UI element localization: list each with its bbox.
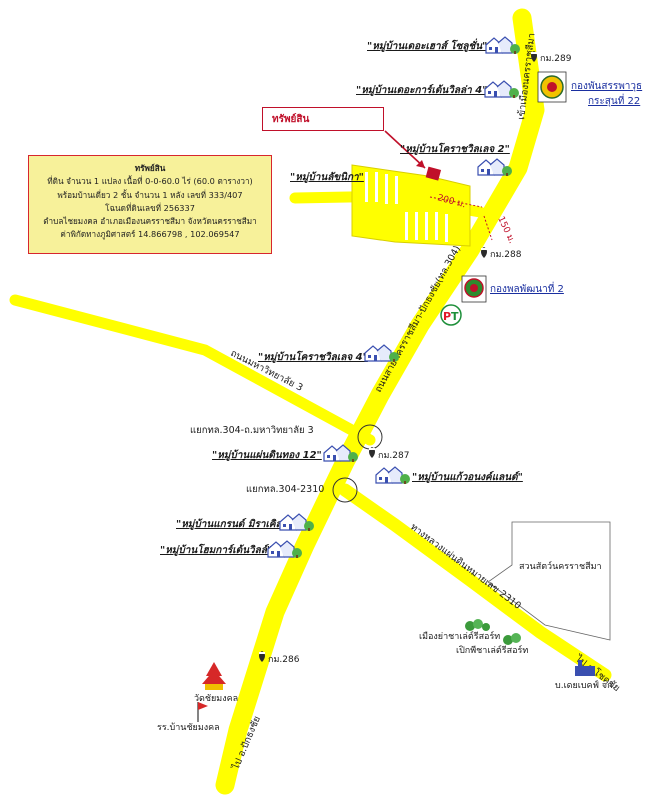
sappawut-battalion: กองพันสรรพาวุธ กระสุนที่ 22 [537, 71, 642, 107]
info-line-1: ที่ดิน จำนวน 1 แปลง เนื้อที่ 0-0-60.0 ไร… [47, 176, 253, 187]
km-marker-288: กม.288 [481, 247, 522, 260]
village-label: "หมู่บ้านโคราชวิลเลจ 4" [258, 350, 368, 363]
asset-callout-label: ทรัพย์สิน [272, 114, 310, 125]
km-pin-icon [481, 247, 487, 258]
house-icon [364, 344, 400, 363]
distance-150m: 150 ม. [495, 215, 516, 245]
village-home-garden-ville: "หมู่บ้านโฮมการ์เด้นวิลล์" [160, 540, 303, 559]
asset-marker [384, 130, 442, 181]
dei-bakery-label: บ.เดยเบคฟ์ จก. [555, 679, 615, 691]
asset-callout-box: ทรัพย์สิน [262, 107, 384, 131]
university-road-3 [9, 294, 376, 446]
factory-icon [575, 660, 595, 676]
school-flag-icon [197, 702, 208, 722]
km-label: กม.288 [490, 250, 522, 260]
km-pin-icon [369, 447, 375, 458]
road-network [9, 8, 612, 795]
resort-tree-icon [465, 619, 490, 631]
village-korat-ville-4: "หมู่บ้านโคราชวิลเลจ 4" [258, 344, 400, 363]
junction-label-2310: แยกทล.304-2310 [246, 484, 324, 495]
sappawut-label-line1: กองพันสรรพาวุธ [571, 81, 642, 92]
village-korat-ville-2: "หมู่บ้านโคราชวิลเลจ 2" [400, 142, 513, 177]
village-label: "หมู่บ้านแก้วอนงค์แลนด์" [412, 471, 523, 483]
zoo-boundary [487, 521, 611, 641]
lakkanika-village-block [351, 164, 471, 247]
info-line-4: ตำบลไชยมงคล อำเภอเมืองนครราชสีมา จังหวัด… [43, 216, 257, 227]
road-label-2310: ทางหลวงแผ่นดินหมายเลข 2310 [408, 522, 523, 612]
km-marker-286: กม.286 [259, 651, 300, 665]
school-label: รร.บ้านชัยมงคล [157, 722, 220, 733]
info-title: ทรัพย์สิน [134, 163, 166, 173]
sappawut-label-line2: กระสุนที่ 22 [588, 93, 640, 107]
village-the-house-solution: "หมู่บ้านเดอะเฮาส์ โซลูชั่น" [367, 36, 521, 55]
km-label: กม.289 [540, 54, 572, 64]
temple-icon [202, 662, 226, 690]
resort-tree-icon [503, 633, 521, 645]
development-division-2: กองพลพัฒนาที่ 2 [461, 275, 564, 303]
zoo-label: สวนสัตว์นครราชสีมา [519, 560, 602, 572]
village-label: "หมู่บ้านเดอะเฮาส์ โซลูชั่น" [367, 38, 487, 52]
village-label: "หมู่บ้านลัขนิกา" [290, 171, 364, 183]
muang-ya-resort: เมืองย่าชาเล่ต์รีสอร์ท [419, 619, 500, 642]
dei-bakery: บ.เดยเบคฟ์ จก. [555, 660, 615, 691]
village-kaew-anong-land: "หมู่บ้านแก้วอนงค์แลนด์" [375, 466, 523, 485]
km-label: กม.286 [268, 655, 300, 665]
pt-station: P T [440, 304, 462, 326]
info-line-3: โฉนดที่ดินเลขที่ 256337 [105, 202, 195, 213]
village-label: "หมู่บ้านแกรนด์ มิราเคิล" [176, 518, 287, 530]
village-the-garden-villa-4: "หมู่บ้านเดอะการ์เด้นวิลล่า 4" [356, 80, 520, 99]
info-line-5: ค่าพิกัดทางภูมิศาสตร์ 14.866798 , 102.06… [60, 229, 240, 240]
village-label: "หมู่บ้านแผ่นดินทอง 12" [212, 449, 322, 461]
house-icon [477, 158, 513, 177]
svg-text:T: T [451, 310, 459, 323]
house-icon [375, 466, 411, 485]
house-icon [485, 36, 521, 55]
distance-guides [429, 196, 493, 241]
km-marker-289: กม.289 [531, 51, 572, 64]
development-div-label: กองพลพัฒนาที่ 2 [490, 281, 564, 295]
highway-2310-road [338, 483, 612, 682]
km-marker-287: กม.287 [369, 447, 409, 461]
village-lakkanika: "หมู่บ้านลัขนิกา" [290, 171, 364, 183]
village-grand-mirakle: "หมู่บ้านแกรนด์ มิราเคิล" [176, 513, 315, 532]
pik-wi-resort-label: เปิกพีชาเล่ต์รีสอร์ท [456, 644, 528, 656]
pik-wi-resort: เปิกพีชาเล่ต์รีสอร์ท [456, 633, 528, 656]
km-label: กม.287 [378, 451, 409, 461]
house-icon [484, 80, 520, 99]
junction-circle-2310 [332, 477, 358, 503]
highway-304-road [215, 8, 545, 795]
pt-station-icon [440, 304, 462, 326]
junction-label-university: แยกทล.304-ถ.มหาวิทยาลัย 3 [190, 425, 314, 436]
village-paen-din-thong-12: "หมู่บ้านแผ่นดินทอง 12" [212, 444, 359, 463]
svg-text:P: P [443, 310, 451, 323]
info-line-2: พร้อมบ้านเดี่ยว 2 ชั้น จำนวน 1 หลัง เลขท… [57, 189, 243, 200]
muang-ya-resort-label: เมืองย่าชาเล่ต์รีสอร์ท [419, 630, 500, 642]
school-chai-mongkhon: รร.บ้านชัยมงคล [157, 702, 220, 733]
village-label: "หมู่บ้านเดอะการ์เด้นวิลล่า 4" [356, 84, 487, 96]
village-label: "หมู่บ้านโคราชวิลเลจ 2" [400, 142, 510, 155]
wat-chai-mongkhon: วัดชัยมงคล [194, 662, 238, 704]
village-label: "หมู่บ้านโฮมการ์เด้นวิลล์" [160, 543, 272, 556]
temple-label: วัดชัยมงคล [194, 694, 238, 704]
property-info-box: ทรัพย์สิน ที่ดิน จำนวน 1 แปลง เนื้อที่ 0… [28, 155, 272, 254]
asset-soi-road [466, 208, 489, 252]
